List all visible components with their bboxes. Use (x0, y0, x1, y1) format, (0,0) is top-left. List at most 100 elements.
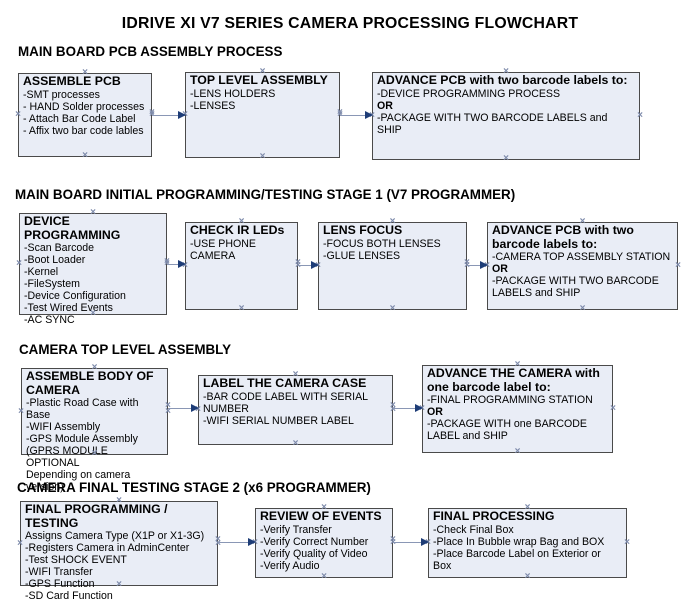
box-assemble-body: ASSEMBLE BODY OF CAMERA -Plastic Road Ca… (21, 368, 168, 493)
box-advance-pcb-to-programming: ADVANCE PCB with two barcode labels to: … (372, 72, 640, 160)
connection-point-icon (623, 539, 631, 547)
connection-point-icon (674, 262, 682, 270)
connection-point-icon (320, 573, 328, 581)
box-line: -Registers Camera in AdminCenter (25, 542, 190, 554)
box-line: -Verify Quality of Video (260, 547, 368, 560)
page-title: IDRIVE XI V7 SERIES CAMERA PROCESSING FL… (121, 15, 579, 32)
box-line: -DEVICE PROGRAMMING PROCESS (377, 87, 561, 100)
box-final-programming-testing: FINAL PROGRAMMING / TESTING Assigns Came… (20, 501, 218, 602)
connection-point-icon (81, 152, 89, 160)
flow-arrow (165, 401, 199, 412)
box-line: -Boot Loader (24, 254, 86, 266)
box-line: -Place In Bubble wrap Bag and BOX (433, 535, 605, 548)
box-line: -Verify Transfer (260, 523, 332, 536)
box-line: -Plastic Road Case with Base (26, 397, 139, 421)
box-line: -Device Configuration (24, 290, 126, 302)
box-title: LENS FOCUS (323, 223, 403, 237)
box-line: -GPS Function (25, 578, 95, 590)
box-line: -Check Final Box (433, 523, 514, 536)
box-line: -WIFI Assembly (26, 421, 101, 433)
connection-point-icon (259, 153, 267, 161)
box-advance-camera: ADVANCE THE CAMERA with one barcode labe… (422, 365, 613, 453)
box-title: CHECK IR LEDs (190, 223, 285, 237)
section-heading-pcb-assembly: MAIN BOARD PCB ASSEMBLY PROCESS (18, 44, 283, 59)
box-line: -Scan Barcode (24, 242, 95, 254)
box-final-processing: FINAL PROCESSING -Check Final Box -Place… (428, 508, 627, 578)
box-line: -LENS HOLDERS (190, 87, 276, 100)
flow-arrow (215, 535, 256, 546)
box-line: -WIFI Transfer (25, 566, 93, 578)
box-line: -Verify Audio (260, 559, 320, 572)
box-line-or: OR (427, 406, 443, 418)
section-heading-stage1: MAIN BOARD INITIAL PROGRAMMING/TESTING S… (15, 187, 516, 202)
section-heading-camera-top: CAMERA TOP LEVEL ASSEMBLY (19, 342, 232, 357)
box-line: -GPS Module Assembly (26, 433, 138, 445)
box-line: -GLUE LENSES (323, 249, 401, 262)
box-review-of-events: REVIEW OF EVENTS -Verify Transfer -Verif… (255, 508, 393, 578)
box-line: -FOCUS BOTH LENSES (323, 237, 441, 250)
box-line: - Attach Bar Code Label (23, 112, 136, 125)
box-assemble-pcb: ASSEMBLE PCB -SMT processes - HAND Solde… (18, 73, 152, 157)
box-line: -Place Barcode Label on Exterior or Box (433, 547, 601, 572)
box-title: ADVANCE THE CAMERA with one barcode labe… (427, 366, 600, 394)
box-line: (GPRS MODULE OPTIONAL (26, 445, 108, 469)
box-line: -LENSES (190, 99, 236, 112)
box-title: ASSEMBLE PCB (23, 74, 121, 88)
connection-point-icon (579, 305, 587, 313)
flow-arrow (390, 401, 423, 412)
box-line: - Affix two bar code lables (23, 124, 144, 137)
connection-point-icon (17, 408, 25, 416)
box-title: REVIEW OF EVENTS (260, 509, 382, 523)
box-top-level-assembly: TOP LEVEL ASSEMBLY -LENS HOLDERS -LENSES (185, 72, 340, 158)
box-line: -PACKAGE WITH TWO BARCODE LABELS and SHI… (377, 111, 608, 136)
flow-arrow (464, 258, 488, 269)
box-line: Assigns Camera Type (X1P or X1-3G) (25, 530, 205, 542)
connection-point-icon (14, 111, 22, 119)
box-line: - HAND Solder processes (23, 100, 145, 113)
box-label-camera-case: LABEL THE CAMERA CASE -BAR CODE LABEL WI… (198, 375, 393, 445)
box-title: FINAL PROGRAMMING / TESTING (25, 502, 168, 530)
box-title: ADVANCE PCB with two barcode labels to: (377, 73, 628, 87)
box-advance-pcb-to-camera-top: ADVANCE PCB with two barcode labels to: … (487, 222, 678, 310)
connection-point-icon (524, 573, 532, 581)
box-title: TOP LEVEL ASSEMBLY (190, 73, 328, 87)
connection-point-icon (238, 305, 246, 313)
box-line-or: OR (377, 99, 393, 112)
box-title: ASSEMBLE BODY OF CAMERA (26, 369, 154, 397)
connection-point-icon (502, 155, 510, 163)
flow-arrow (295, 258, 319, 269)
box-line: -Kernel (24, 266, 59, 278)
box-line: Depending on camera version) (26, 469, 131, 493)
box-line: -CAMERA TOP ASSEMBLY STATION (492, 251, 671, 263)
box-line: -Test Wired Events (24, 302, 113, 314)
connection-point-icon (609, 405, 617, 413)
box-line: -Test SHOCK EVENT (25, 554, 127, 566)
box-line: -SD Card Function (25, 590, 113, 602)
connection-point-icon (15, 260, 23, 268)
box-line: -PACKAGE WITH TWO BARCODE LABELS and SHI… (492, 275, 659, 299)
connection-point-icon (389, 305, 397, 313)
box-title: DEVICE PROGRAMMING (24, 214, 121, 242)
connection-point-icon (292, 440, 300, 448)
connection-point-icon (636, 112, 644, 120)
flow-arrow (149, 108, 186, 119)
flow-arrow (164, 257, 186, 268)
box-device-programming: DEVICE PROGRAMMING -Scan Barcode -Boot L… (19, 213, 167, 326)
box-lens-focus: LENS FOCUS -FOCUS BOTH LENSES -GLUE LENS… (318, 222, 467, 310)
box-line: -USE PHONE CAMERA (190, 237, 256, 262)
box-line-or: OR (492, 263, 508, 275)
connection-point-icon (16, 540, 24, 548)
box-line: -PACKAGE WITH one BARCODE LABEL and SHIP (427, 418, 587, 442)
box-line: -WIFI SERIAL NUMBER LABEL (203, 414, 354, 427)
box-line: -Verify Correct Number (260, 535, 369, 548)
box-line: -SMT processes (23, 88, 100, 101)
box-line: -AC SYNC (24, 314, 75, 326)
box-title: ADVANCE PCB with two barcode labels to: (492, 223, 634, 251)
flow-arrow (337, 108, 373, 119)
box-check-ir-leds: CHECK IR LEDs -USE PHONE CAMERA (185, 222, 298, 310)
box-line: -FINAL PROGRAMMING STATION (427, 394, 593, 406)
box-line: -FileSystem (24, 278, 80, 290)
box-line: -BAR CODE LABEL WITH SERIAL NUMBER (203, 390, 368, 415)
box-title: FINAL PROCESSING (433, 509, 555, 523)
